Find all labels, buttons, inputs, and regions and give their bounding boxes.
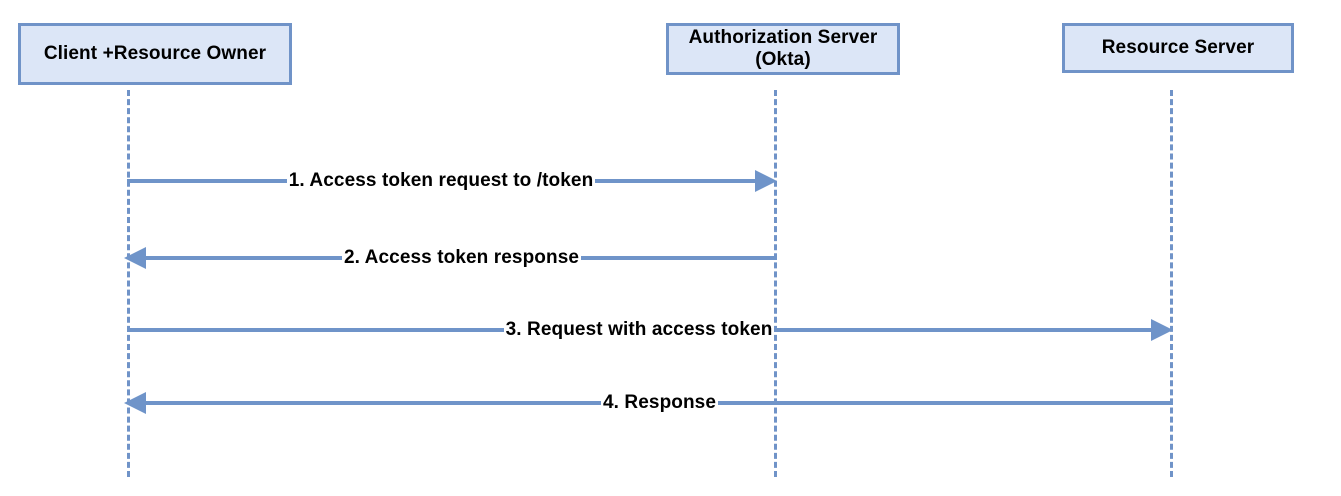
participant-box-auth-server[interactable]: Authorization Server (Okta): [666, 23, 900, 75]
message-1-line: [127, 179, 287, 183]
message-1[interactable]: 1. Access token request to /token: [127, 164, 777, 198]
arrowhead-left-icon: [124, 392, 146, 414]
message-4-line: [146, 401, 601, 405]
message-3-line-tail: [774, 328, 1152, 332]
participant-box-resource-server[interactable]: Resource Server: [1062, 23, 1294, 73]
arrowhead-right-icon: [755, 170, 777, 192]
message-2-line: [146, 256, 342, 260]
arrowhead-right-icon: [1151, 319, 1174, 341]
message-3-label: 3. Request with access token: [505, 319, 773, 340]
message-2[interactable]: 2. Access token response: [124, 241, 777, 275]
arrowhead-left-icon: [124, 247, 146, 269]
message-1-label: 1. Access token request to /token: [288, 170, 594, 191]
message-3[interactable]: 3. Request with access token: [127, 313, 1174, 347]
lifeline-client: [127, 90, 130, 477]
participant-label-auth-server: Authorization Server (Okta): [688, 26, 878, 70]
message-4[interactable]: 4. Response: [124, 386, 1173, 420]
participant-box-client[interactable]: Client +Resource Owner: [18, 23, 292, 85]
message-1-line-tail: [595, 179, 755, 183]
message-2-label: 2. Access token response: [343, 247, 580, 268]
participant-label-client: Client +Resource Owner: [43, 42, 267, 64]
message-4-line-tail: [718, 401, 1173, 405]
lifeline-resource-server: [1170, 90, 1173, 477]
participant-label-resource-server: Resource Server: [1101, 36, 1255, 58]
message-2-line-tail: [581, 256, 777, 260]
message-4-label: 4. Response: [602, 392, 717, 413]
message-3-line: [127, 328, 504, 332]
lifeline-auth-server: [774, 90, 777, 477]
